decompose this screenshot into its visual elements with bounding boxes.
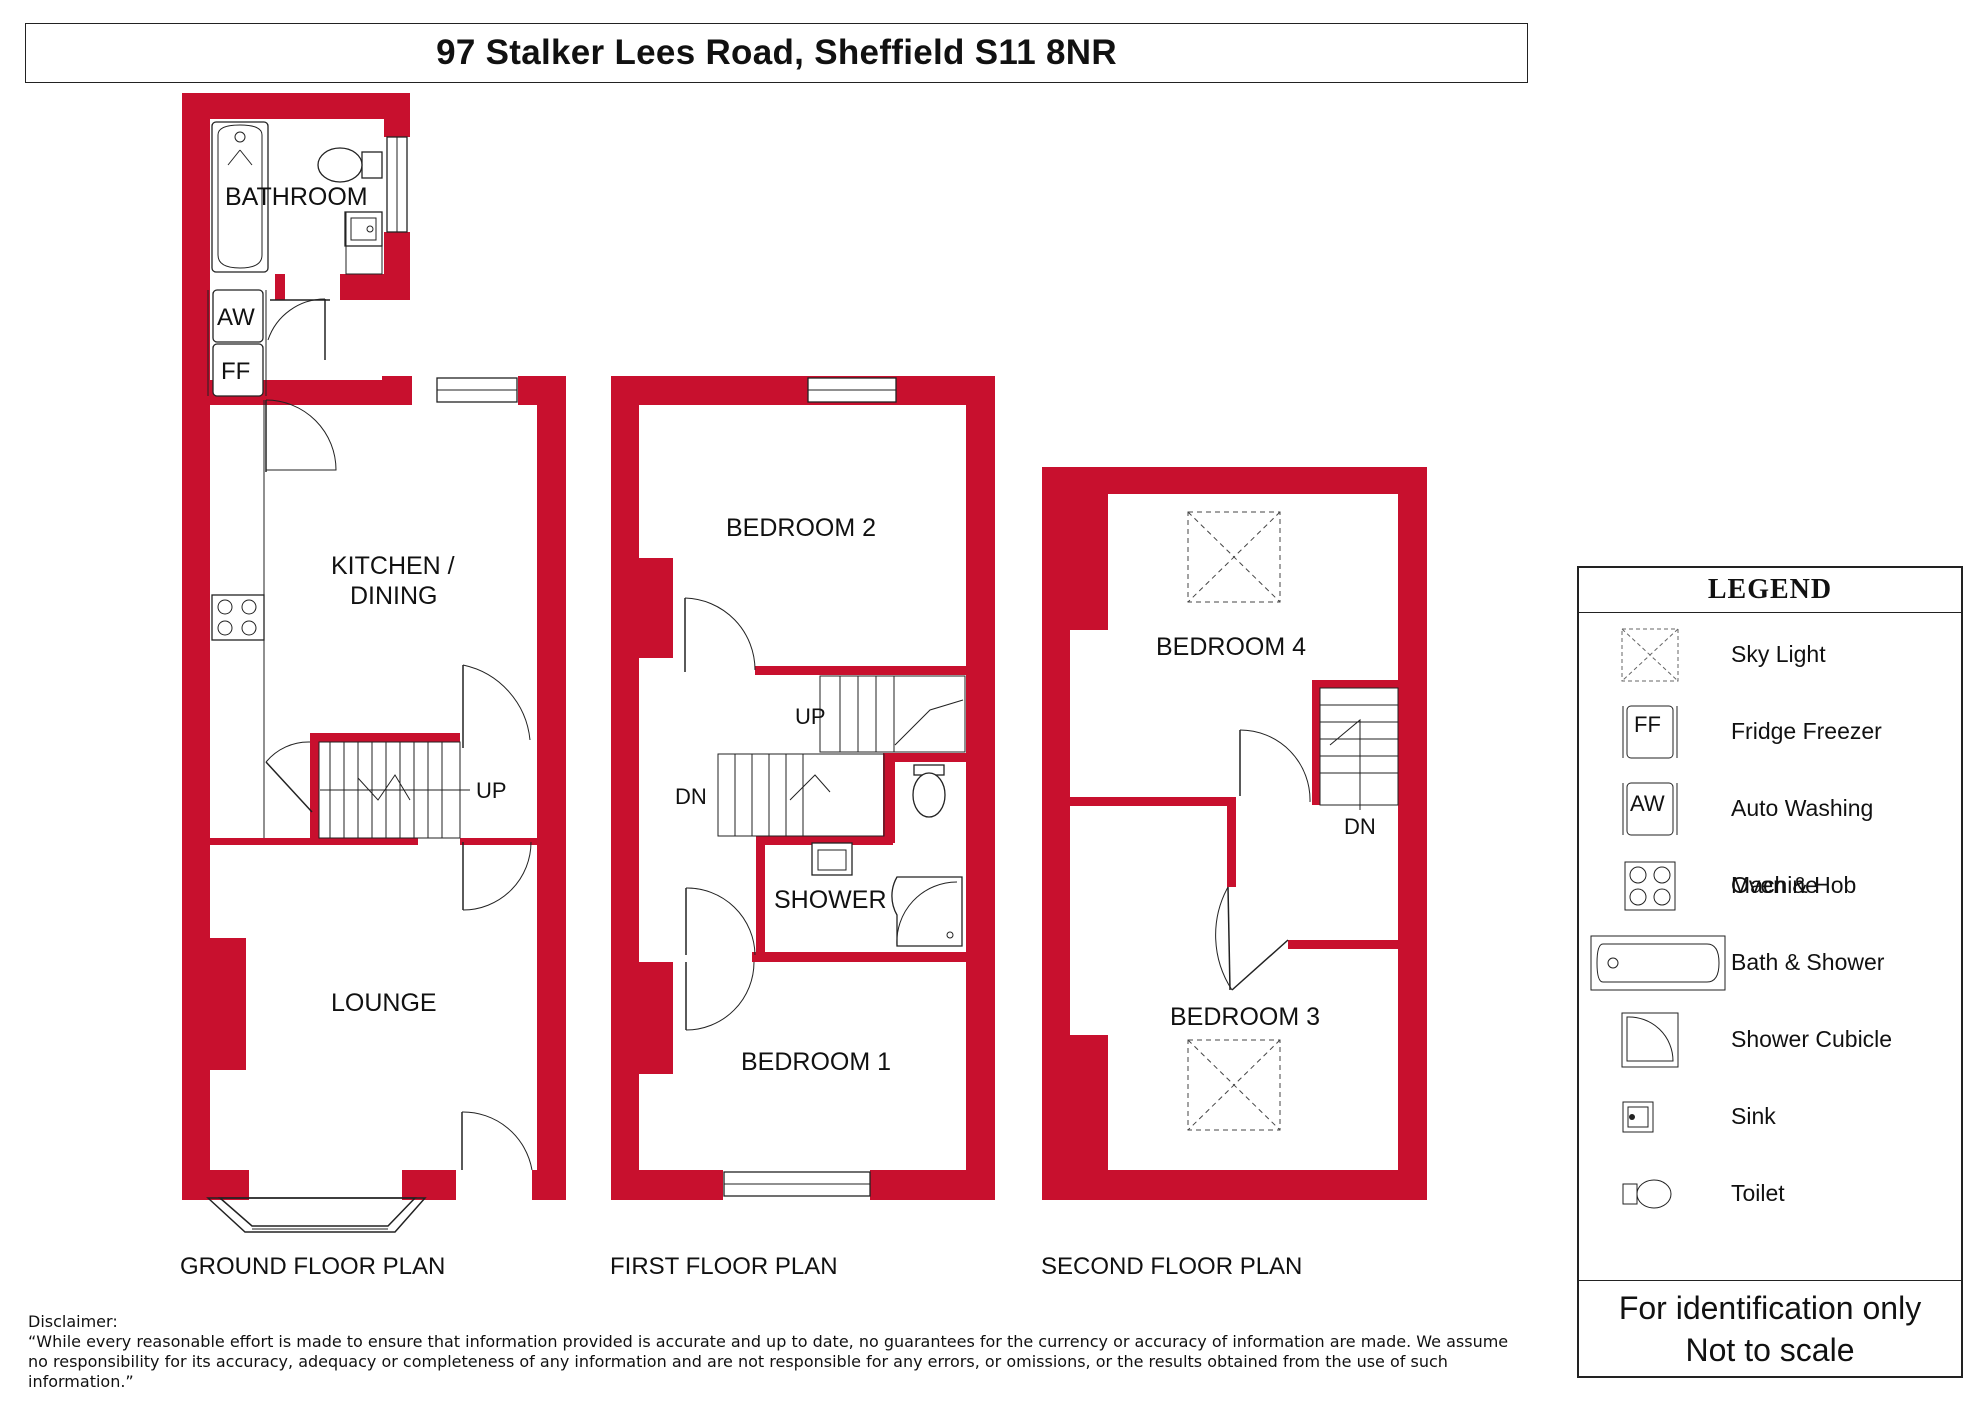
first-doors [684,597,756,1031]
legend-label-oven-hob: Oven & Hob [1731,872,1857,898]
first-floor-plan: UP DN BEDROOM 2 SHOWER BEDROOM 1 [611,376,995,1200]
washing-machine-icon: AW [1622,782,1678,836]
legend-item-shower-cubicle: Shower Cubicle [1579,1001,1961,1078]
legend-label-toilet: Toilet [1731,1180,1785,1206]
legend-label-fridge-freezer: Fridge Freezer [1731,718,1882,744]
bedroom4-label: BEDROOM 4 [1156,633,1306,661]
appliance-bay: AW FF [207,289,267,397]
first-stairs: UP DN [675,675,966,837]
legend-item-bath: Bath & Shower [1579,924,1961,1001]
disclaimer: Disclaimer: “While every reasonable effo… [28,1312,1518,1392]
bath-icon [1590,935,1726,991]
legend-footer-line1: For identification only [1618,1290,1922,1326]
sink-icon [1622,1101,1654,1133]
shower-label: SHOWER [774,886,887,914]
legend-label-bath: Bath & Shower [1731,949,1885,975]
second-stairs: DN [1319,687,1399,839]
legend-footer: For identification only Not to scale [1579,1280,1961,1378]
kitchen-label-line1: KITCHEN / [331,552,455,580]
ground-stairs: UP [318,741,507,839]
sink-fixture [344,211,383,275]
second-stairs-down-label: DN [1344,814,1376,839]
first-windows [723,377,897,1197]
legend-item-skylight: Sky Light [1579,616,1961,693]
fridge-freezer-icon: FF [1622,705,1678,759]
title-box: 97 Stalker Lees Road, Sheffield S11 8NR [25,23,1528,83]
skylights [1187,511,1281,1131]
second-floor-walls [1042,467,1427,1200]
ground-floor-plan: AW FF [182,93,566,1233]
legend-label-shower-cubicle: Shower Cubicle [1731,1026,1893,1052]
bedroom3-label: BEDROOM 3 [1170,1003,1320,1031]
skylight-icon [1621,628,1679,682]
legend-item-oven-hob: Oven & Hob [1579,847,1961,924]
legend-item-fridge-freezer: FF Fridge Freezer [1579,693,1961,770]
aw-label: AW [217,304,255,331]
shower-fixtures [811,764,963,947]
first-stairs-down-label: DN [675,784,707,809]
legend-title: LEGEND [1579,568,1961,613]
second-floor-label: SECOND FLOOR PLAN [1041,1253,1303,1280]
legend-label-washing-machine: Auto Washing Machine [1731,795,1874,898]
kitchen-label-line2: DINING [350,582,438,610]
bathroom-label: BATHROOM [225,183,368,211]
legend-aw-code: AW [1630,791,1665,816]
toilet-fixture [317,147,383,183]
ground-floor-label: GROUND FLOOR PLAN [180,1253,446,1280]
first-floor-label: FIRST FLOOR PLAN [610,1253,838,1280]
bath-fixture [211,121,269,273]
ground-floor-walls [182,93,566,1200]
legend-item-sink: Sink [1579,1078,1961,1155]
disclaimer-text: “While every reasonable effort is made t… [28,1332,1509,1391]
first-floor-walls [611,376,995,1200]
legend-item-washing-machine: AW Auto Washing Machine [1579,770,1961,898]
legend: LEGEND Sky Light FF Fridge Freezer AW Au… [1577,566,1963,1378]
disclaimer-heading: Disclaimer: [28,1312,118,1331]
bay-window [206,1197,427,1233]
ff-label: FF [221,358,250,385]
second-doors [1215,729,1311,991]
legend-label-skylight: Sky Light [1731,641,1826,667]
page-title: 97 Stalker Lees Road, Sheffield S11 8NR [436,33,1117,72]
oven-hob-fixture [211,400,265,838]
ground-doors [265,298,533,1171]
legend-item-toilet: Toilet [1579,1155,1961,1232]
toilet-icon [1622,1179,1672,1209]
shower-cubicle-icon [1621,1012,1679,1068]
bedroom2-label: BEDROOM 2 [726,514,876,542]
ground-stairs-up-label: UP [476,778,507,803]
oven-hob-icon [1624,861,1676,911]
second-floor-plan: DN BEDROOM 4 BEDROOM 3 [1042,467,1427,1200]
legend-footer-line2: Not to scale [1685,1332,1855,1368]
ground-windows [386,136,518,403]
bedroom1-label: BEDROOM 1 [741,1048,891,1076]
first-stairs-up-label: UP [795,704,826,729]
legend-ff-code: FF [1634,712,1661,737]
lounge-label: LOUNGE [331,989,437,1017]
legend-label-sink: Sink [1731,1103,1776,1129]
